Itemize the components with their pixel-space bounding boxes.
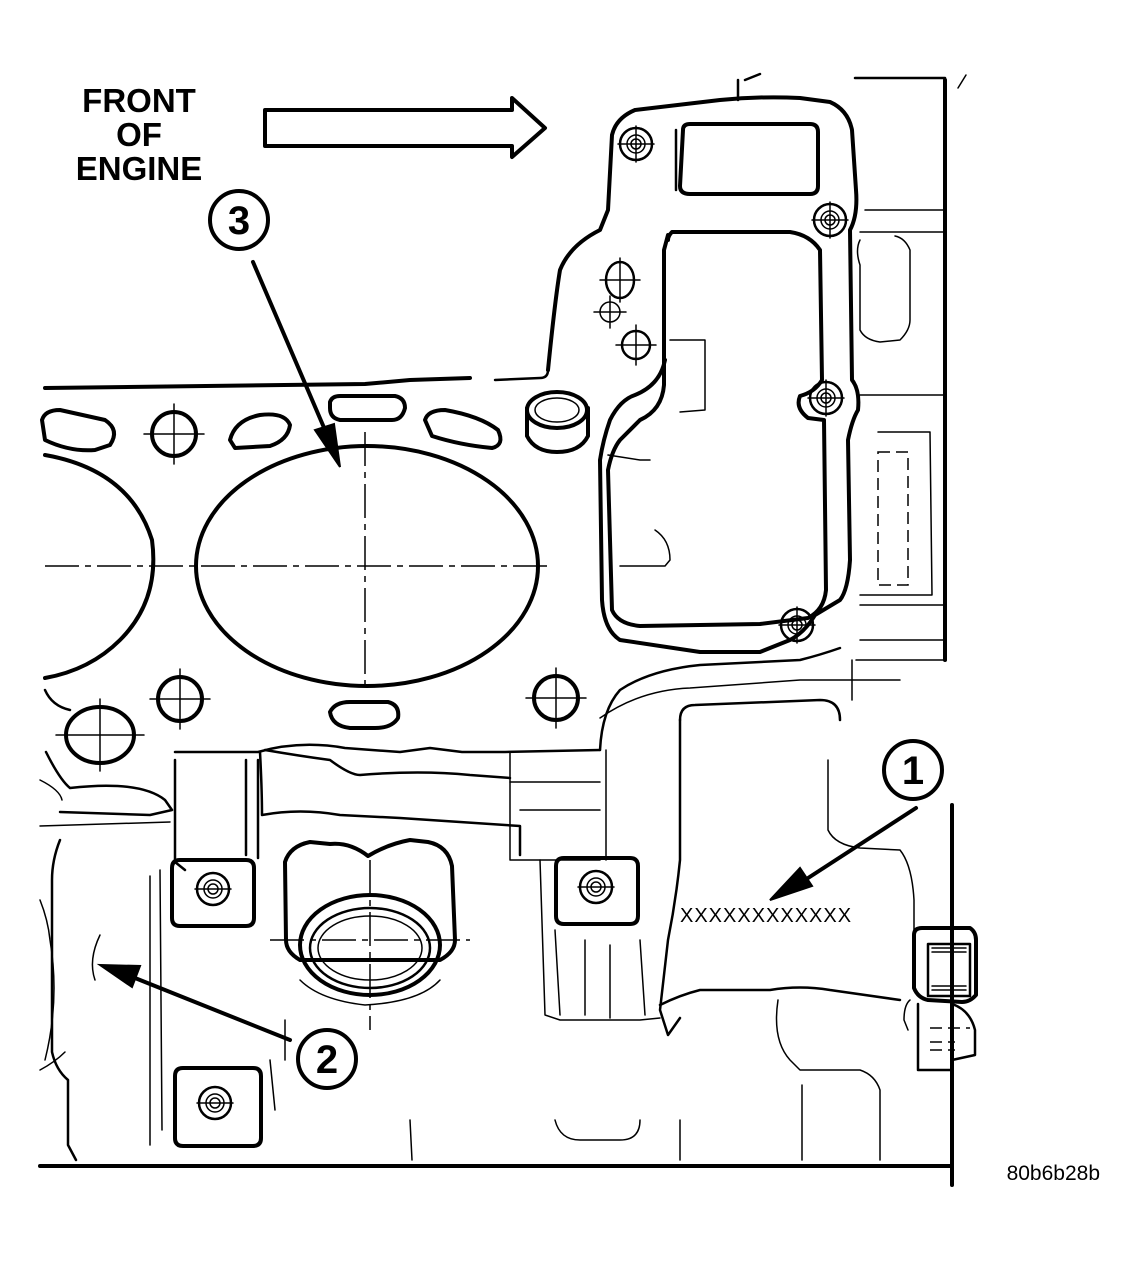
callout-1-arrow <box>769 806 918 901</box>
dowel-hole <box>599 257 641 303</box>
cylinder-bore-adjacent <box>43 453 156 680</box>
front-label-line-2: OF <box>116 116 162 153</box>
dowel-hole <box>593 295 627 329</box>
main-bearing-bolt <box>196 1085 234 1121</box>
engine-id-stamp: XXXXXXXXXXXX <box>680 905 852 927</box>
rear-boss <box>270 838 470 1030</box>
bolt <box>617 125 655 163</box>
block-outer-frame <box>38 72 967 1187</box>
head-bolt-hole <box>143 403 205 465</box>
bolt <box>811 201 849 239</box>
callout-2-arrow <box>96 963 292 1042</box>
callout-1-number: 1 <box>902 749 924 793</box>
dowel-hole <box>615 324 657 366</box>
main-bearing-bolt <box>194 871 232 907</box>
front-label-line-3: ENGINE <box>76 150 203 187</box>
bolt <box>778 606 816 644</box>
bearing-cap-pad <box>170 856 640 1148</box>
bolt <box>807 379 845 417</box>
oil-plug <box>903 926 978 1072</box>
callout-2-number: 2 <box>316 1038 338 1082</box>
head-bolt-hole <box>149 668 211 730</box>
callout-2: 2 <box>296 1028 358 1090</box>
main-bearing-bolt <box>577 869 615 905</box>
head-bolt-hole <box>525 667 587 729</box>
block-deck <box>40 390 590 772</box>
cover-bolts <box>593 125 849 644</box>
front-cover-housing <box>546 95 946 701</box>
front-direction-arrow <box>263 96 547 159</box>
callout-3: 3 <box>208 189 270 251</box>
callout-3-arrow <box>251 260 341 468</box>
front-label-line-1: FRONT <box>82 82 196 119</box>
block-deck-edge <box>43 368 550 390</box>
callout-1: 1 <box>882 739 944 801</box>
block-lower-body <box>39 646 978 1162</box>
head-bolt-hole <box>55 698 145 772</box>
callout-3-number: 3 <box>228 199 250 243</box>
dowel-sleeve <box>525 390 590 454</box>
figure-code: 80b6b28b <box>1007 1162 1100 1185</box>
